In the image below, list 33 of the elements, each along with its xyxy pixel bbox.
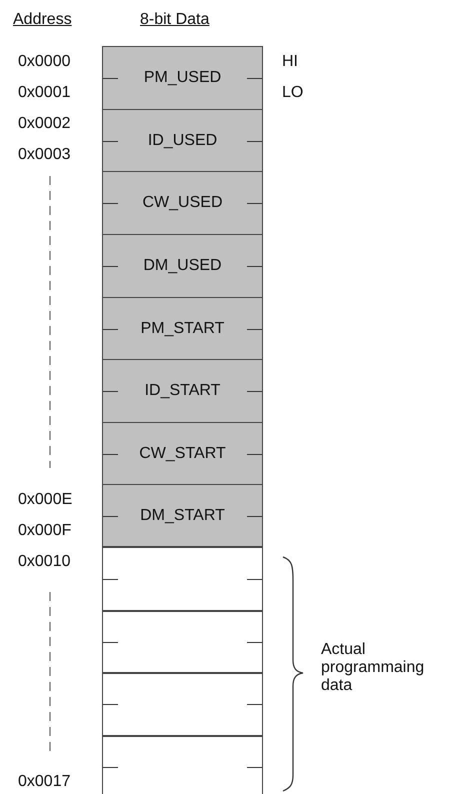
address-label: 0x0003 [18,146,70,164]
empty-memory-box [102,610,263,674]
empty-memory-box [102,735,263,794]
column-header: 8-bit Data [140,11,210,29]
address-label: 0x0002 [18,115,70,133]
byte-order-label: HI [282,53,298,71]
address-label: 0x0017 [18,773,70,791]
empty-memory-box [102,546,263,612]
column-header: Address [13,11,72,29]
field-name: DM_USED [143,257,222,276]
memory-field-box [102,484,263,548]
empty-memory-box [102,672,263,736]
memory-field-box [102,171,263,236]
byte-order-label: LO [282,84,304,102]
memory-field-box [102,422,263,486]
memory-field-box [102,359,263,424]
field-name: CW_START [139,444,226,463]
field-name: PM_USED [144,69,222,88]
field-name: ID_START [144,382,220,400]
memory-field-box [102,297,263,360]
field-name: PM_START [140,320,224,338]
address-label: 0x0010 [18,553,70,571]
address-label: 0x000F [18,522,72,540]
address-label: 0x0001 [18,84,70,102]
memory-field-box [102,109,263,172]
field-name: CW_USED [142,194,222,212]
memory-field-box [102,234,263,298]
memory-field-box [102,46,263,110]
address-label: 0x000E [18,491,72,509]
field-name: ID_USED [148,132,218,150]
annotation-text: Actual programmaing data [321,641,426,695]
address-label: 0x0000 [18,53,70,71]
field-name: DM_START [140,506,225,525]
